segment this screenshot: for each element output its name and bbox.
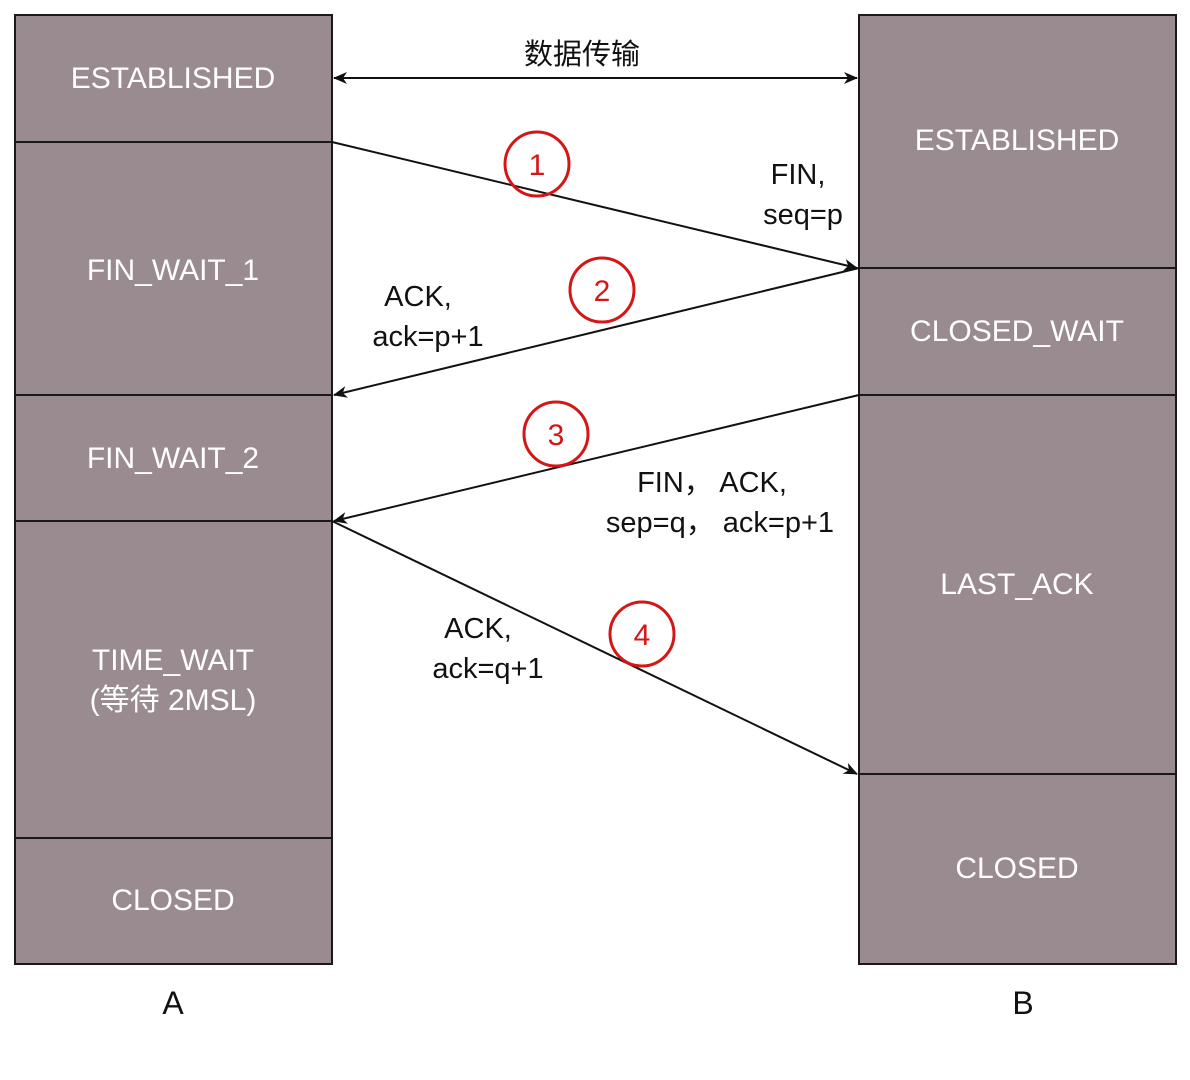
state-label: ESTABLISHED bbox=[915, 124, 1120, 157]
host-b-label: B bbox=[1012, 985, 1033, 1021]
step-marker-circle bbox=[608, 600, 676, 668]
state-box bbox=[858, 773, 1177, 965]
step-number: 2 bbox=[594, 275, 611, 308]
state-b-last-ack: LAST_ACK bbox=[858, 394, 1177, 775]
state-b-closed-wait: CLOSED_WAIT bbox=[858, 267, 1177, 396]
message-4-ack: 4 ACK, ack=q+1 bbox=[331, 520, 858, 775]
step-marker-circle bbox=[503, 130, 571, 198]
state-box bbox=[14, 14, 333, 143]
state-box bbox=[858, 267, 1177, 396]
state-label: FIN_WAIT_1 bbox=[87, 254, 259, 287]
message-label-line-1: ACK, bbox=[384, 281, 452, 313]
state-box bbox=[14, 141, 333, 396]
state-a-fin-wait-2: FIN_WAIT_2 bbox=[14, 394, 333, 522]
message-1-fin: 1 FIN, seq=p bbox=[331, 130, 858, 271]
message-arrow bbox=[331, 141, 858, 271]
state-box bbox=[14, 837, 333, 965]
message-label-line-2: sep=q， ack=p+1 bbox=[606, 507, 834, 539]
state-label: CLOSED_WAIT bbox=[910, 315, 1124, 348]
host-a-column: ESTABLISHED FIN_WAIT_1 FIN_WAIT_2 TIME_W… bbox=[14, 14, 333, 965]
message-label-line-1: ACK, bbox=[444, 613, 512, 645]
state-label: FIN_WAIT_2 bbox=[87, 442, 259, 475]
state-a-time-wait: TIME_WAIT (等待 2MSL) bbox=[14, 520, 333, 839]
state-sublabel: (等待 2MSL) bbox=[90, 684, 257, 717]
message-arrow bbox=[333, 394, 860, 524]
state-b-closed: CLOSED bbox=[858, 773, 1177, 965]
message-arrow bbox=[333, 267, 860, 398]
step-number: 1 bbox=[529, 149, 546, 182]
state-a-closed: CLOSED bbox=[14, 837, 333, 965]
message-label-line-2: ack=p+1 bbox=[372, 321, 483, 353]
message-label-line-2: seq=p bbox=[763, 199, 843, 231]
data-transfer: 数据传输 bbox=[333, 38, 858, 84]
message-label-line-1: FIN， ACK, bbox=[637, 467, 787, 499]
step-marker-circle bbox=[522, 400, 590, 468]
state-a-established: ESTABLISHED bbox=[14, 14, 333, 143]
step-number: 4 bbox=[634, 619, 651, 652]
state-label: CLOSED bbox=[111, 884, 234, 917]
step-number: 3 bbox=[548, 419, 565, 452]
state-label: LAST_ACK bbox=[940, 568, 1093, 601]
state-box bbox=[858, 14, 1177, 269]
state-box bbox=[858, 394, 1177, 775]
data-transfer-label: 数据传输 bbox=[524, 38, 640, 71]
message-label-line-2: ack=q+1 bbox=[432, 653, 543, 685]
state-a-fin-wait-1: FIN_WAIT_1 bbox=[14, 141, 333, 396]
message-arrow bbox=[331, 520, 858, 775]
message-2-ack: 2 ACK, ack=p+1 bbox=[333, 256, 860, 398]
message-3-fin-ack: 3 FIN， ACK, sep=q， ack=p+1 bbox=[333, 394, 860, 539]
host-b-column: ESTABLISHED CLOSED_WAIT LAST_ACK CLOSED bbox=[858, 14, 1177, 965]
state-label: TIME_WAIT bbox=[92, 644, 254, 677]
state-label: CLOSED bbox=[955, 852, 1078, 885]
state-box bbox=[14, 394, 333, 522]
state-label: ESTABLISHED bbox=[71, 62, 276, 95]
state-b-established: ESTABLISHED bbox=[858, 14, 1177, 269]
step-marker-circle bbox=[568, 256, 636, 324]
message-label-line-1: FIN, bbox=[771, 159, 826, 191]
host-a-label: A bbox=[162, 985, 184, 1021]
state-box bbox=[14, 520, 333, 839]
